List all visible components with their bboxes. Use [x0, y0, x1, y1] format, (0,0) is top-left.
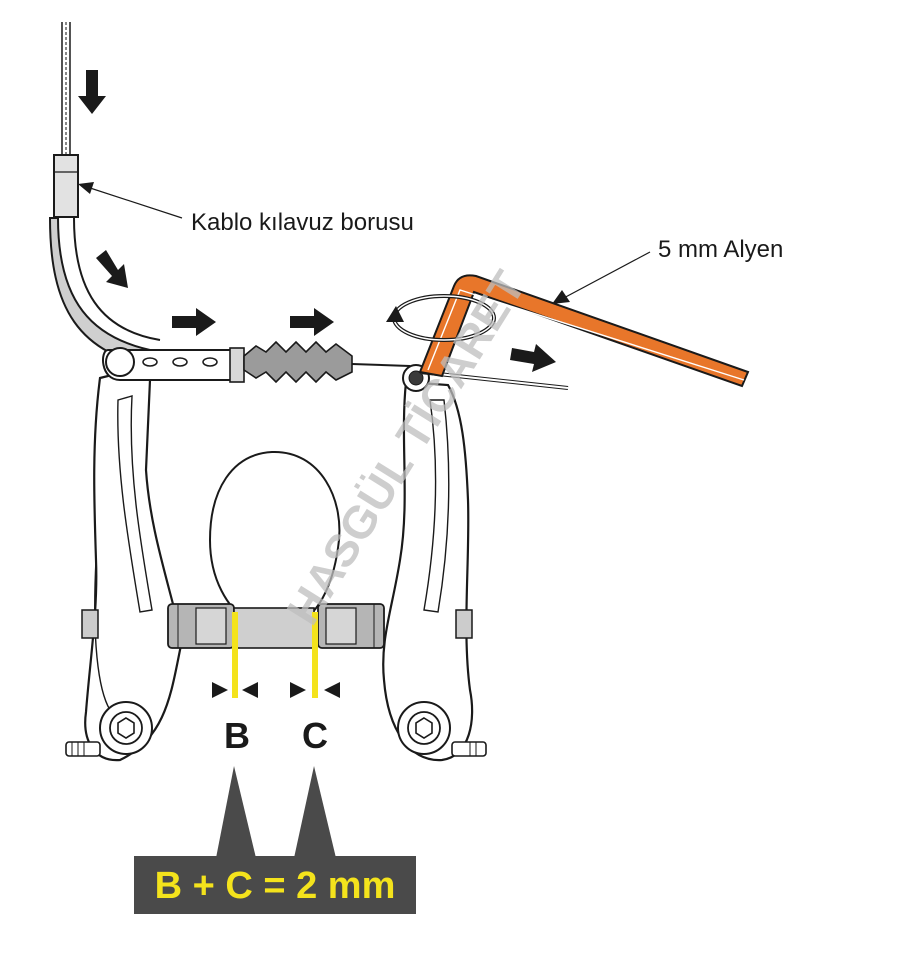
rubber-boot	[243, 340, 411, 384]
cable-guide-label: Kablo kılavuz borusu	[191, 209, 414, 236]
formula-text: B + C = 2 mm	[155, 865, 396, 907]
arrow-right-icon-3	[510, 344, 556, 372]
gap-label-c: C	[302, 715, 328, 756]
left-brake-arm	[65, 368, 184, 762]
rim	[233, 607, 315, 649]
cable-end	[419, 370, 569, 390]
right-brake-arm	[382, 364, 487, 762]
right-brake-shoe	[317, 603, 385, 649]
pointer-b	[216, 766, 256, 858]
gap-label-b: B	[224, 715, 250, 756]
arrow-right-icon-2	[290, 308, 334, 336]
pointer-c	[294, 766, 336, 858]
left-brake-shoe	[167, 603, 235, 649]
gap-marker-b	[212, 612, 258, 698]
allen-key-callout	[552, 251, 651, 304]
arrow-right-icon	[172, 308, 216, 336]
gap-marker-c	[290, 612, 340, 698]
allen-key-label: 5 mm Alyen	[658, 236, 783, 263]
cable-guide-callout	[78, 182, 183, 219]
arrow-diagonal-icon	[96, 250, 128, 288]
brake-cable	[61, 22, 71, 155]
cable-carrier	[102, 347, 245, 383]
allen-key	[386, 274, 750, 388]
arrow-down-icon	[78, 70, 106, 114]
formula-box	[134, 856, 416, 914]
